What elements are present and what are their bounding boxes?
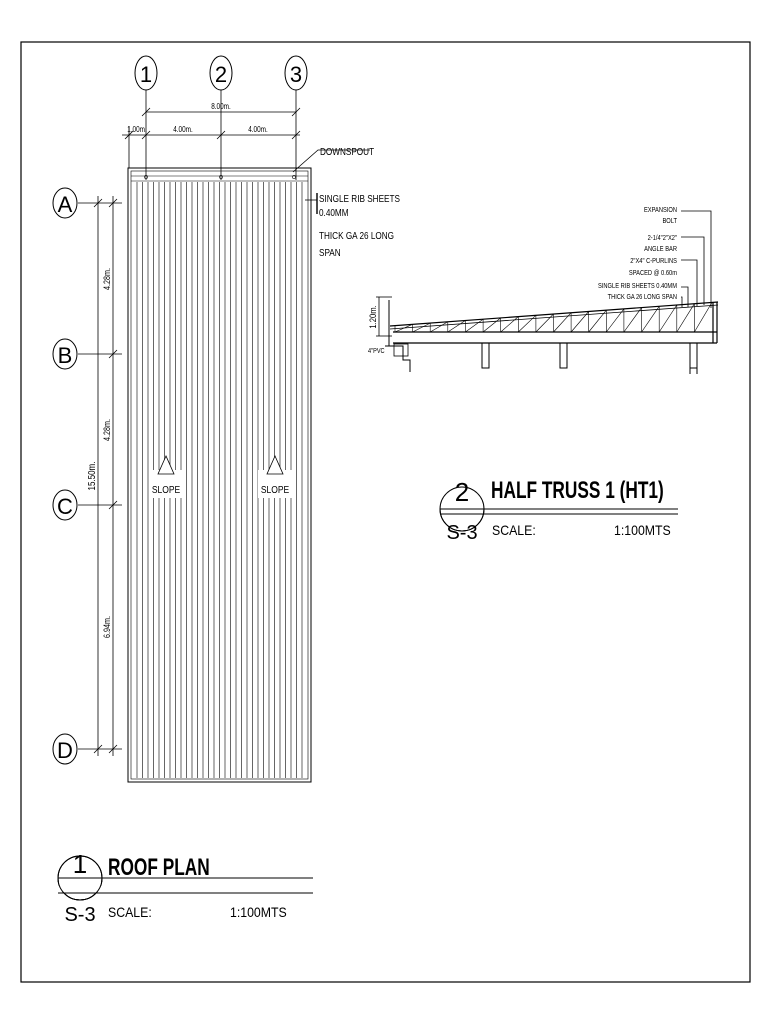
svg-text:2-1/4"2"X2": 2-1/4"2"X2": [648, 235, 677, 243]
svg-text:4.28m.: 4.28m.: [102, 268, 112, 290]
truss-web-member: [518, 315, 537, 333]
roof-outline: [127, 167, 312, 783]
roof-plan-title-block: 1 S-3 ROOF PLAN SCALE: 1:100MTS: [57, 849, 313, 926]
scale-value: 1:100MTS: [614, 522, 671, 538]
pvc-label: 4"PVC: [368, 347, 385, 355]
grid-row-a: A: [52, 187, 78, 219]
truss-web-member: [412, 322, 431, 333]
dimension-bays: 1.00m. 4.00m. 4.00m.: [122, 124, 301, 140]
scale-label: SCALE:: [492, 522, 536, 538]
truss-web-member: [676, 303, 695, 333]
truss-web-member: [430, 321, 448, 333]
svg-text:THICK GA 26 LONG SPAN: THICK GA 26 LONG SPAN: [608, 294, 678, 302]
sheet-callout: SINGLE RIB SHEETS 0.40MM THICK GA 26 LON…: [305, 193, 400, 258]
svg-text:EXPANSION: EXPANSION: [644, 207, 677, 215]
svg-text:2: 2: [215, 62, 227, 87]
svg-text:DOWNSPOUT: DOWNSPOUT: [320, 146, 374, 157]
svg-text:THICK GA 26 LONG: THICK GA 26 LONG: [319, 230, 394, 241]
slope-arrow-left: SLOPE: [150, 455, 182, 498]
half-truss-title: HALF TRUSS 1 (HT1): [491, 477, 664, 503]
title-number: 2: [455, 477, 469, 507]
grid-row-c: C: [52, 489, 78, 521]
half-truss: 1.20m. 4"PVC EXPANSION BOLT 2-1/4"2"X2" …: [367, 207, 719, 544]
svg-text:BOLT: BOLT: [662, 218, 677, 226]
dimension-total-width: 8.00m.: [141, 101, 301, 117]
grid-column-3: 3: [284, 55, 308, 91]
truss-web-member: [465, 318, 484, 333]
grid-row-d: D: [52, 733, 78, 765]
svg-text:C: C: [57, 494, 73, 519]
svg-text:4.28m.: 4.28m.: [102, 419, 112, 441]
svg-text:B: B: [58, 343, 73, 368]
truss-web-member: [623, 307, 642, 333]
title-sheet: S-3: [446, 522, 477, 544]
truss-web-member: [606, 308, 625, 333]
scale-value: 1:100MTS: [230, 904, 287, 920]
svg-text:8.00m.: 8.00m.: [211, 101, 231, 111]
svg-text:3: 3: [290, 62, 302, 87]
truss-web-member: [482, 317, 501, 333]
truss-web-member: [694, 302, 713, 333]
svg-text:1.00m.: 1.00m.: [127, 124, 147, 134]
roof-plan-title: ROOF PLAN: [108, 854, 210, 880]
scale-label: SCALE:: [108, 904, 152, 920]
truss-height-dimension: 1.20m.: [367, 296, 392, 337]
svg-text:SLOPE: SLOPE: [261, 484, 289, 495]
truss-web-member: [535, 313, 554, 333]
svg-text:2"X4" C-PURLINS: 2"X4" C-PURLINS: [630, 258, 677, 266]
title-sheet: S-3: [64, 904, 95, 926]
truss-web-member: [641, 306, 660, 333]
svg-text:A: A: [58, 192, 73, 217]
truss-callouts: EXPANSION BOLT 2-1/4"2"X2" ANGLE BAR 2"X…: [598, 207, 712, 308]
svg-text:15.50m.: 15.50m.: [86, 462, 97, 491]
sheet-border: [20, 41, 751, 983]
truss-web-member: [658, 304, 678, 333]
svg-text:SLOPE: SLOPE: [152, 484, 180, 495]
grid-column-1: 1: [134, 55, 158, 91]
roof-ribs: [136, 182, 303, 778]
svg-text:SINGLE RIB SHEETS 0.40MM: SINGLE RIB SHEETS 0.40MM: [598, 283, 677, 291]
svg-text:D: D: [57, 738, 73, 763]
svg-text:6.94m.: 6.94m.: [102, 616, 112, 638]
grid-column-2: 2: [209, 55, 233, 91]
svg-text:1: 1: [140, 62, 152, 87]
grid-row-b: B: [52, 338, 78, 370]
truss-web-member: [588, 310, 607, 333]
truss-web-member: [447, 320, 466, 333]
svg-text:4.00m.: 4.00m.: [173, 124, 193, 134]
svg-text:4.00m.: 4.00m.: [248, 124, 268, 134]
svg-text:SPACED @ 0.60m: SPACED @ 0.60m: [629, 270, 677, 278]
truss-posts: [481, 343, 698, 374]
svg-text:SPAN: SPAN: [319, 247, 341, 258]
dimension-rows: 4.28m. 4.28m. 6.94m. 15.50m.: [86, 196, 118, 756]
title-number: 1: [73, 849, 87, 879]
half-truss-title-block: 2 S-3 HALF TRUSS 1 (HT1) SCALE: 1:100MTS: [439, 477, 678, 544]
svg-text:0.40MM: 0.40MM: [319, 207, 349, 218]
slope-arrow-right: SLOPE: [258, 455, 292, 498]
downspout-callout: DOWNSPOUT: [292, 146, 374, 173]
svg-text:SINGLE RIB SHEETS: SINGLE RIB SHEETS: [319, 193, 400, 204]
svg-text:ANGLE BAR: ANGLE BAR: [644, 246, 677, 254]
svg-text:1.20m.: 1.20m.: [367, 305, 378, 328]
roof-plan: 1 2 3 8.00m. 1.00m. 4.00m.: [52, 55, 400, 926]
truss-web-member: [500, 316, 519, 333]
